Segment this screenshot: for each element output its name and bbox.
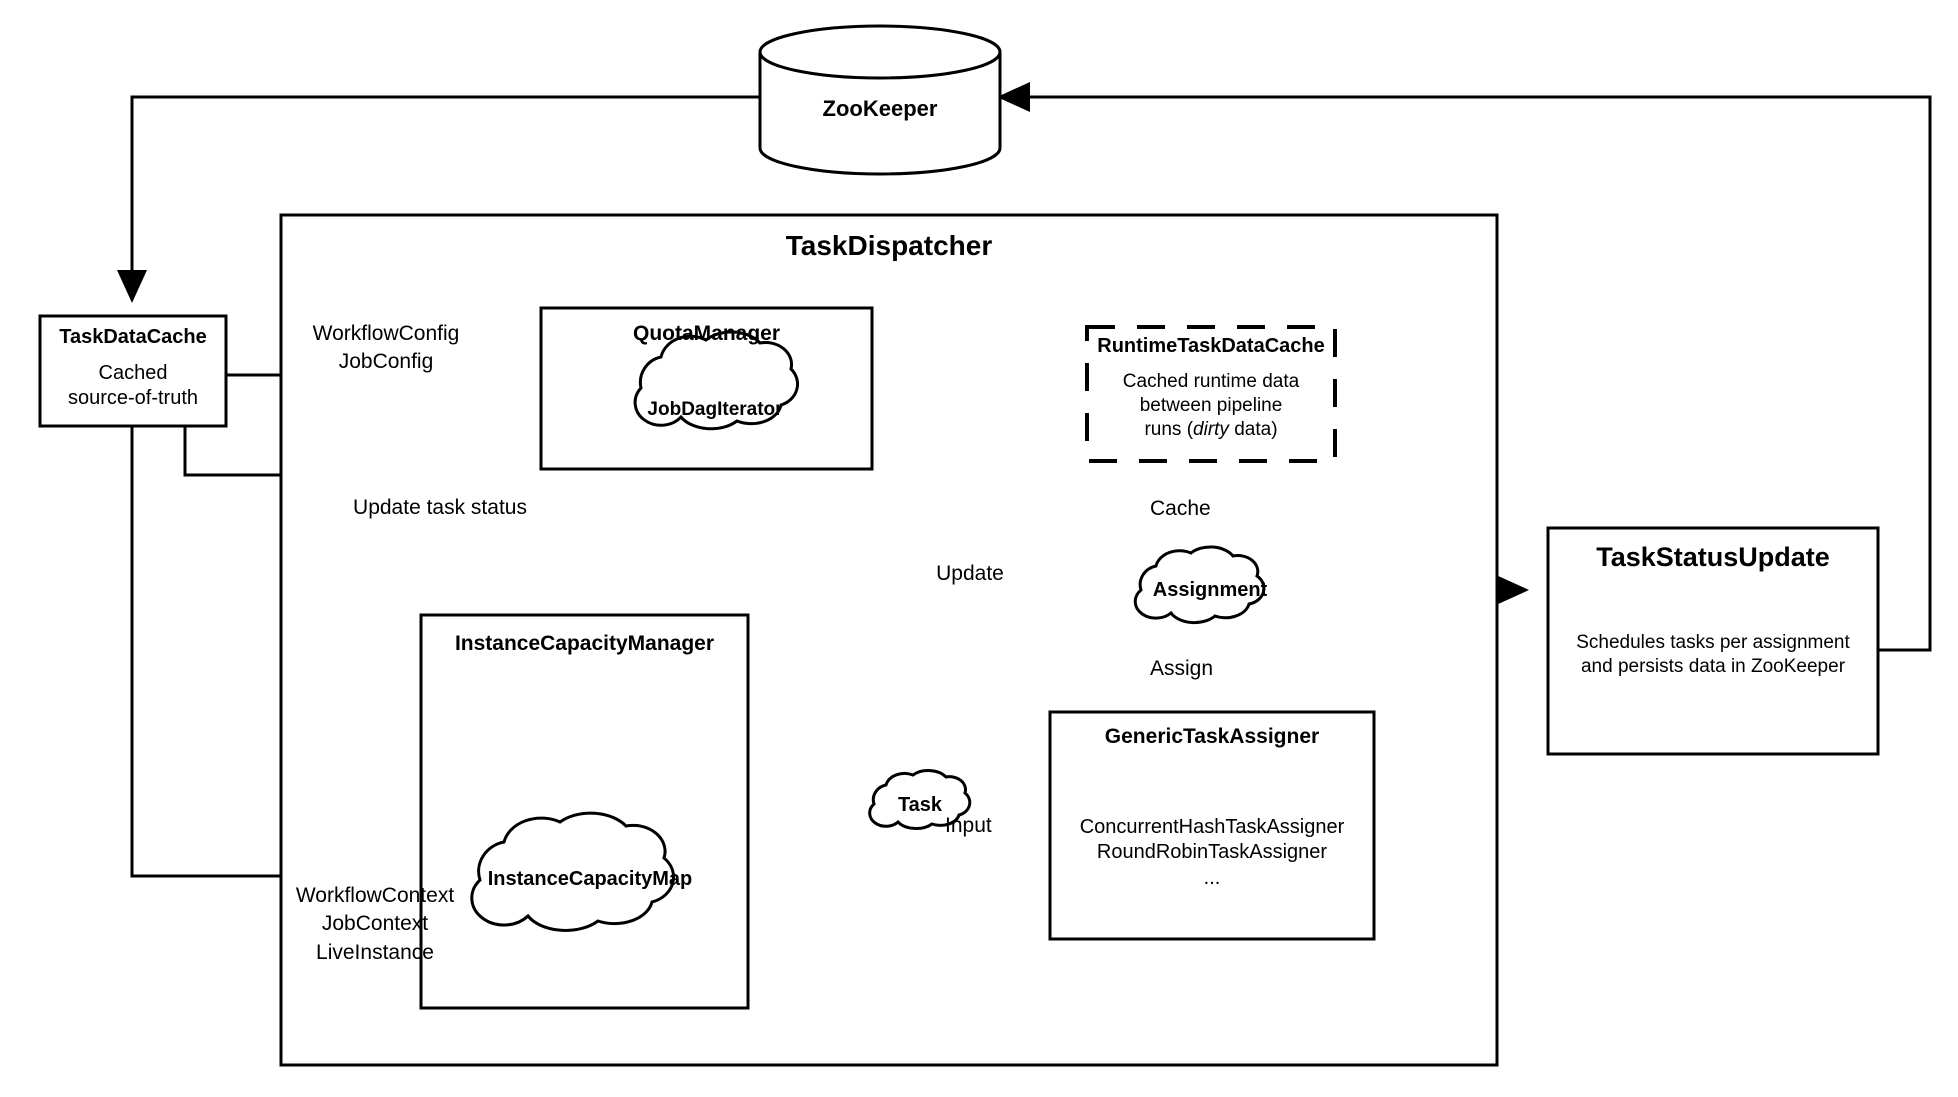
- task-data-cache-node[interactable]: [38, 314, 228, 428]
- edge-label-update-task-status: Update task status: [353, 496, 527, 519]
- edge-label-update: Update: [936, 562, 1004, 585]
- edge-label-contexts: WorkflowContext JobContext LiveInstance: [295, 884, 455, 964]
- instance-capacity-manager-title: InstanceCapacityManager: [454, 632, 715, 655]
- edge-zookeeper-to-taskdatacache: [117, 95, 760, 303]
- quota-manager-title: QuotaManager: [632, 322, 781, 345]
- edge-label-assign: Assign: [1150, 657, 1214, 680]
- generic-task-assigner-container[interactable]: [1048, 710, 1376, 941]
- assignment-node[interactable]: [1133, 545, 1266, 625]
- job-dag-iterator-node[interactable]: [633, 330, 799, 431]
- task-dispatcher-title: TaskDispatcher: [785, 230, 993, 261]
- zookeeper-node[interactable]: [758, 24, 1002, 176]
- task-status-update-node[interactable]: [1546, 526, 1880, 756]
- task-node[interactable]: [868, 769, 972, 830]
- edge-label-input: Input: [945, 814, 992, 837]
- instance-capacity-map-node[interactable]: [470, 811, 676, 932]
- edge-taskstatusupdate-to-zookeeper: [997, 82, 1932, 652]
- edge-label-workflow-job-config: WorkflowConfig JobConfig: [312, 322, 460, 374]
- instance-capacity-manager-container[interactable]: [419, 613, 750, 1010]
- edge-label-cache: Cache: [1150, 497, 1211, 520]
- runtime-task-data-cache-node[interactable]: [1085, 325, 1337, 463]
